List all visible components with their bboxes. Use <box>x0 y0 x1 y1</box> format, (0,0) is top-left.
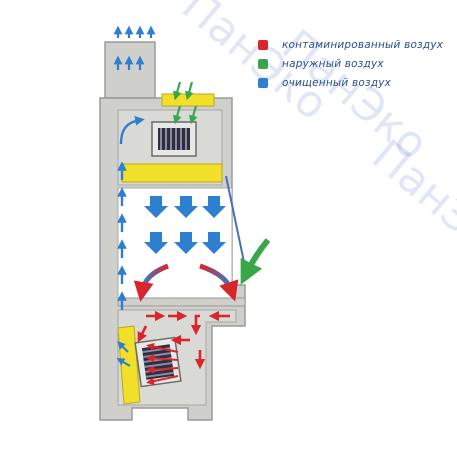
green-square-icon <box>258 58 268 69</box>
right-mixed-arrow <box>199 263 239 302</box>
blue-square-icon <box>258 77 268 88</box>
left-mixed-arrow <box>133 263 169 302</box>
top-intake-arrows <box>172 81 198 125</box>
lower-filter-outflow <box>116 341 131 367</box>
top-fan-unit <box>151 121 197 157</box>
legend-item-outside: наружный воздух <box>258 54 448 73</box>
legend-label: очищенный воздух <box>282 76 392 89</box>
legend-item-contaminated: контаминированный воздух <box>258 35 448 54</box>
legend-label: наружный воздух <box>282 57 384 70</box>
front-intake-arrow <box>240 238 271 285</box>
legend-label: контаминированный воздух <box>282 38 444 51</box>
rear-channel-arrows <box>117 116 145 310</box>
lower-fan-unit <box>134 336 182 388</box>
downflow-arrows <box>144 196 226 254</box>
lower-fan-arrows <box>146 342 179 386</box>
legend-item-clean: очищенный воздух <box>258 73 448 92</box>
exhaust-arrows <box>113 25 156 70</box>
supply-hepa-filter <box>121 163 223 183</box>
legend: контаминированный воздух наружный воздух… <box>258 35 448 92</box>
front-sash <box>225 175 245 263</box>
work-surface <box>117 297 246 307</box>
red-square-icon <box>258 39 268 50</box>
contaminated-flow-arrows <box>137 310 230 370</box>
